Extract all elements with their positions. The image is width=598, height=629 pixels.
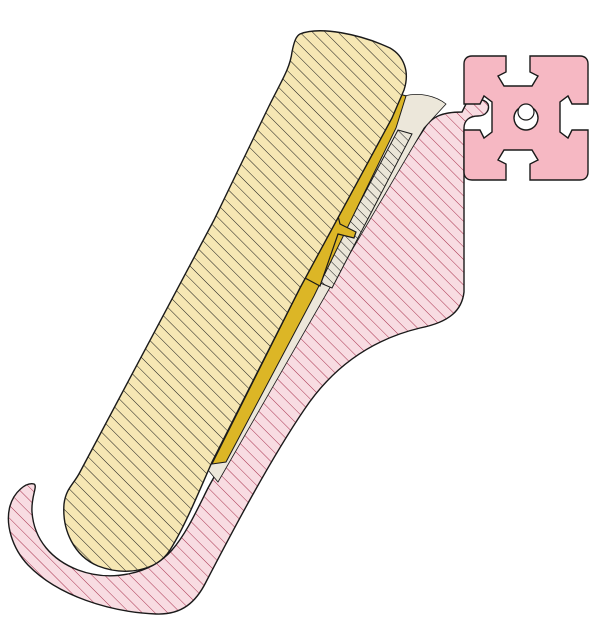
handheld-body bbox=[63, 30, 408, 572]
aluminum-extrusion-profile bbox=[463, 55, 589, 181]
mounting-bracket bbox=[7, 98, 490, 615]
